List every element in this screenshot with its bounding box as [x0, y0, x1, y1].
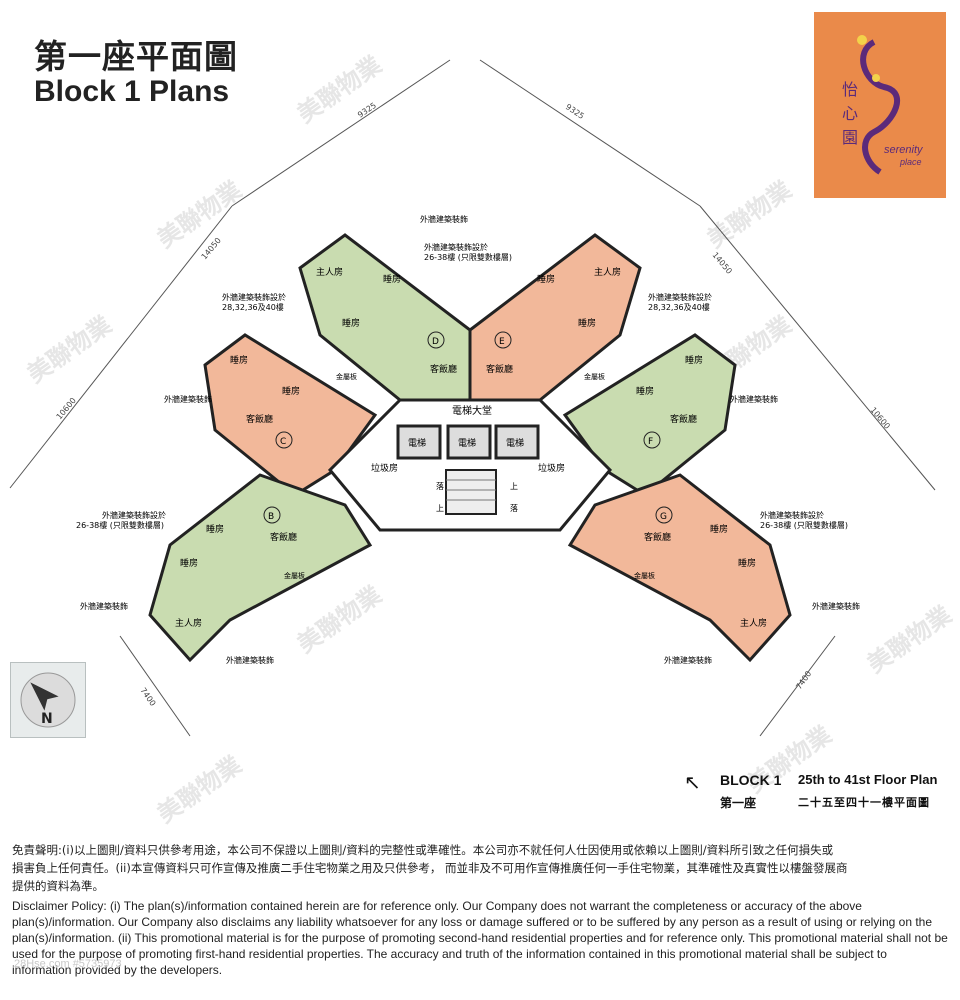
dimension-label: 14050	[200, 236, 223, 261]
block-label-zh: 第一座	[720, 796, 757, 810]
annotation-metal-panel: 金屬板	[284, 571, 305, 580]
north-arrow-icon: ↖	[684, 770, 701, 794]
unit-letter-g: G	[660, 512, 667, 522]
page-title-zh: 第一座平面圖	[34, 37, 238, 76]
stair-label-up: 上	[510, 482, 518, 491]
dimension-label: 10600	[868, 406, 891, 431]
dimension-label: 9325	[356, 101, 378, 120]
unit-letter-c: C	[280, 437, 286, 447]
source-watermark: 28Hse.com #5735973	[14, 958, 122, 970]
annotation-bottom-left: 外牆建築裝飾	[226, 655, 274, 665]
logo-english-name: serenity	[884, 144, 923, 156]
dimension-label: 10600	[55, 396, 78, 421]
annotation-c-floors: 28,32,36及40樓	[222, 302, 284, 312]
room-label: 睡房	[180, 557, 198, 569]
stair-label-down: 落	[510, 503, 518, 513]
annotation-f-floors: 28,32,36及40樓	[648, 302, 710, 312]
room-label: 睡房	[342, 317, 360, 329]
room-label: 睡房	[738, 557, 756, 569]
room-label: 睡房	[685, 354, 703, 366]
floor-range-label-zh: 二十五至四十一樓平面圖	[798, 796, 930, 809]
logo-swirl-icon	[857, 35, 901, 175]
disclaimer-zh-line3: 提供的資料為準。	[12, 879, 104, 893]
room-label: 客飯廳	[644, 531, 671, 543]
compass-north-icon: N	[10, 662, 86, 738]
dimension-label: 14050	[710, 251, 733, 276]
room-label: 睡房	[578, 317, 596, 329]
floor-range-label: 25th to 41st Floor Plan	[798, 772, 938, 787]
annotation-c-note: 外牆建築裝飾設於	[222, 292, 286, 302]
disclaimer-zh-line1: 免責聲明:(i)以上圖則/資料只供參考用途，本公司不保證以上圖則/資料的完整性或…	[12, 843, 834, 857]
annotation-d-floors: 26-38樓 (只限雙數樓層)	[424, 252, 512, 262]
annotation-metal-panel: 金屬板	[336, 372, 357, 381]
annotation-b-floors: 26-38樓 (只限雙數樓層)	[76, 520, 164, 530]
room-label: 主人房	[740, 617, 767, 629]
room-label: 睡房	[206, 523, 224, 535]
lift-label: 電梯	[408, 437, 426, 449]
annotation-b-note: 外牆建築裝飾設於	[102, 510, 166, 520]
annotation-metal-panel: 金屬板	[634, 571, 655, 580]
room-label: 睡房	[636, 385, 654, 397]
refuse-room-label: 垃圾房	[371, 462, 398, 474]
stair-label-up: 上	[436, 504, 444, 513]
lift-lobby-label: 電梯大堂	[452, 404, 492, 417]
room-label: 主人房	[594, 266, 621, 278]
core-lift-lobby	[327, 398, 613, 532]
room-label: 睡房	[230, 354, 248, 366]
refuse-room-label: 垃圾房	[538, 462, 565, 474]
room-label: 睡房	[710, 523, 728, 535]
unit-letter-f: F	[648, 437, 653, 447]
annotation-top: 外牆建築裝飾	[420, 214, 468, 224]
annotation-side-left: 外牆建築裝飾	[164, 394, 212, 404]
annotation-f-note: 外牆建築裝飾設於	[648, 292, 712, 302]
dimension-label: 7400	[794, 669, 813, 691]
unit-b	[148, 473, 373, 663]
annotation-bottom-left: 外牆建築裝飾	[80, 601, 128, 611]
dimension-label: 7400	[138, 686, 157, 708]
annotation-d-note: 外牆建築裝飾設於	[424, 242, 488, 252]
room-label: 客飯廳	[670, 413, 697, 425]
room-label: 客飯廳	[486, 363, 513, 375]
annotation-bottom-right: 外牆建築裝飾	[812, 601, 860, 611]
annotation-side-right: 外牆建築裝飾	[730, 394, 778, 404]
logo-chinese-name: 怡心園	[842, 80, 859, 147]
stair-label-down: 落	[436, 481, 444, 491]
unit-letter-e: E	[499, 337, 505, 347]
room-label: 睡房	[282, 385, 300, 397]
room-label: 客飯廳	[270, 531, 297, 543]
unit-letter-b: B	[268, 512, 274, 522]
block-label: BLOCK 1	[720, 772, 782, 788]
annotation-metal-panel: 金屬板	[584, 372, 605, 381]
dimension-lines	[9, 59, 936, 737]
annotation-g-floors: 26-38樓 (只限雙數樓層)	[760, 520, 848, 530]
annotation-bottom-right: 外牆建築裝飾	[664, 655, 712, 665]
page-title-en: Block 1 Plans	[34, 75, 230, 108]
disclaimer-en: Disclaimer Policy: (i) The plan(s)/infor…	[12, 899, 948, 977]
lift-label: 電梯	[506, 437, 524, 449]
unit-g	[567, 473, 792, 663]
room-label: 客飯廳	[246, 413, 273, 425]
room-label: 睡房	[383, 273, 401, 285]
room-label: 睡房	[537, 273, 555, 285]
room-label: 主人房	[175, 617, 202, 629]
unit-letter-d: D	[432, 337, 439, 347]
room-label: 主人房	[316, 266, 343, 278]
estate-logo: 怡心園 serenity place	[814, 12, 946, 198]
room-label: 客飯廳	[430, 363, 457, 375]
logo-english-sub: place	[900, 157, 922, 167]
floor-plan: 9325 9325 14050 14050 10600 10600 7400 7…	[9, 59, 936, 737]
lift-label: 電梯	[458, 437, 476, 449]
disclaimer-zh-line2: 損害負上任何責任。(ii)本宣傳資料只可作宣傳及推廣二手住宅物業之用及只供參考，…	[12, 861, 848, 875]
annotation-g-note: 外牆建築裝飾設於	[760, 510, 824, 520]
compass-label: N	[41, 711, 53, 727]
